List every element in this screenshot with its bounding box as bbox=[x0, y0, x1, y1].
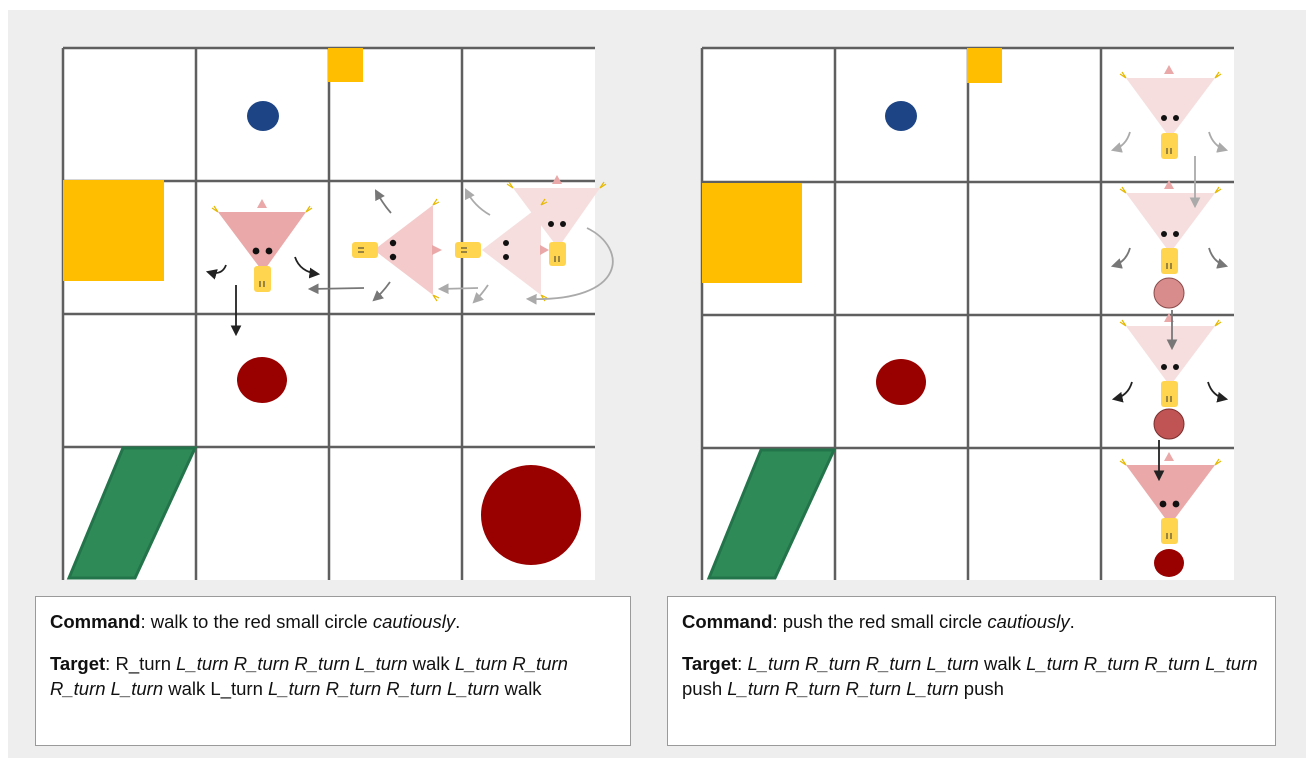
left-target-sequence: : R_turn L_turn R_turn R_turn L_turn wal… bbox=[50, 653, 568, 699]
target-token: push bbox=[958, 678, 1004, 699]
yellow-big-square bbox=[702, 183, 802, 283]
agent-ghost-row3 bbox=[1119, 313, 1222, 407]
target-token: L_turn R_turn R_turn L_turn bbox=[50, 653, 568, 699]
yellow-big-square bbox=[63, 180, 164, 281]
red-small-circle-other bbox=[876, 359, 926, 405]
green-cylinder bbox=[706, 448, 837, 580]
left-grid-world bbox=[61, 46, 614, 580]
agent-ghost-start bbox=[506, 175, 607, 266]
left-target-line: Target: R_turn L_turn R_turn R_turn L_tu… bbox=[50, 651, 616, 701]
right-target-line: Target: L_turn R_turn R_turn L_turn walk… bbox=[682, 651, 1261, 701]
red-small-circle bbox=[237, 357, 287, 403]
agent-ghost-row1 bbox=[1119, 65, 1222, 159]
left-command-text: : walk to the red small circle bbox=[140, 611, 373, 632]
target-token: : bbox=[105, 653, 116, 674]
yellow-small-square bbox=[328, 48, 363, 82]
yellow-small-square bbox=[967, 48, 1002, 83]
right-target-label: Target bbox=[682, 653, 738, 674]
target-token: : bbox=[737, 653, 748, 674]
left-command-adverb: cautiously bbox=[372, 611, 456, 632]
right-command-label: Command bbox=[682, 611, 773, 632]
agent-ghost-west-1 bbox=[352, 198, 442, 302]
green-cylinder bbox=[66, 446, 198, 580]
target-token: R_turn bbox=[115, 653, 171, 674]
target-token: walk bbox=[407, 653, 455, 674]
right-action-arrows bbox=[1110, 131, 1229, 482]
left-command-label: Command bbox=[50, 611, 141, 632]
right-target-sequence: : L_turn R_turn R_turn L_turn walk L_tur… bbox=[682, 653, 1258, 699]
left-caption-box: Command: walk to the red small circle ca… bbox=[35, 596, 631, 746]
target-token: L_turn R_turn R_turn L_turn bbox=[176, 653, 408, 674]
target-token: walk L_turn bbox=[163, 678, 269, 699]
blue-small-circle bbox=[885, 101, 917, 131]
left-command-line: Command: walk to the red small circle ca… bbox=[50, 609, 616, 634]
right-command-line: Command: push the red small circle cauti… bbox=[682, 609, 1261, 634]
right-grid-world bbox=[700, 46, 1234, 580]
left-turn-arrows bbox=[205, 188, 614, 337]
left-target-label: Target bbox=[50, 653, 106, 674]
right-command-end: . bbox=[1069, 611, 1075, 632]
target-token: L_turn R_turn R_turn L_turn bbox=[747, 653, 979, 674]
agent-current bbox=[1119, 452, 1222, 544]
ball-ghost-2 bbox=[1153, 408, 1185, 440]
right-grid-lines bbox=[700, 46, 1234, 580]
red-small-circle-target bbox=[1154, 549, 1184, 577]
target-token: walk bbox=[499, 678, 542, 699]
ball-ghost-1 bbox=[1153, 277, 1185, 309]
left-command-end: . bbox=[455, 611, 461, 632]
right-caption-box: Command: push the red small circle cauti… bbox=[667, 596, 1276, 746]
target-token: walk bbox=[978, 653, 1027, 674]
blue-small-circle bbox=[247, 101, 279, 131]
target-token: push bbox=[682, 678, 728, 699]
target-token: L_turn R_turn R_turn L_turn bbox=[268, 678, 500, 699]
agent-ghost-west-2 bbox=[455, 198, 549, 302]
red-big-circle bbox=[481, 465, 581, 565]
agent-current bbox=[211, 199, 313, 292]
target-token: L_turn R_turn R_turn L_turn bbox=[727, 678, 959, 699]
right-command-text: : push the red small circle bbox=[772, 611, 988, 632]
target-token: L_turn R_turn R_turn L_turn bbox=[1026, 653, 1258, 674]
figure-background: Command: walk to the red small circle ca… bbox=[8, 10, 1306, 758]
right-command-adverb: cautiously bbox=[987, 611, 1070, 632]
